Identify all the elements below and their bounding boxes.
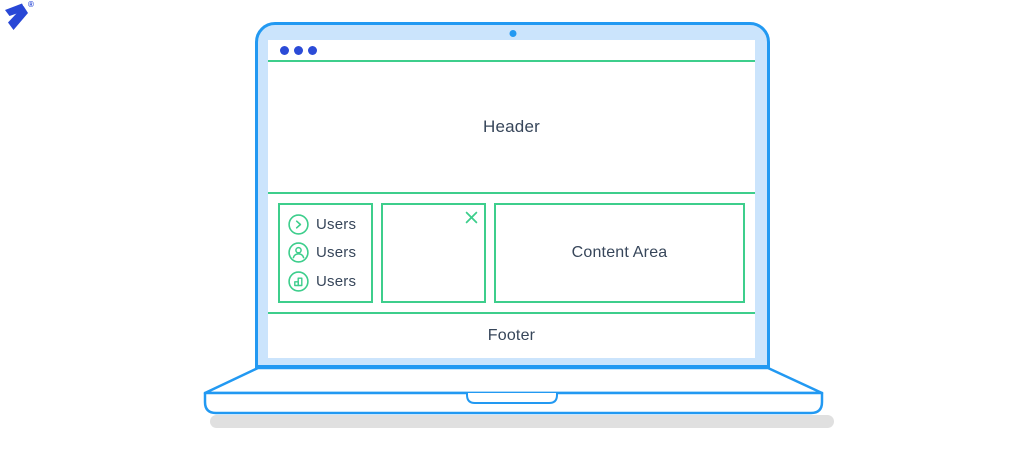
browser-window: Header Users <box>268 40 755 358</box>
wireframe-sidebar: Users Users <box>278 203 373 303</box>
trackpad-notch <box>466 393 558 404</box>
sidebar-item-users-2[interactable]: Users <box>288 242 371 264</box>
laptop-screen-frame: Header Users <box>255 22 770 368</box>
wireframe-modal-panel <box>381 203 486 303</box>
sidebar-item-label: Users <box>316 273 357 291</box>
close-icon[interactable] <box>465 211 478 224</box>
sidebar-item-label: Users <box>316 244 357 262</box>
laptop-shadow <box>210 415 834 428</box>
wireframe-content-area: Content Area <box>494 203 745 303</box>
sidebar-item-label: Users <box>316 215 357 233</box>
wireframe-header: Header <box>268 62 755 194</box>
window-control-dot[interactable] <box>294 45 303 55</box>
webcam-dot <box>509 30 516 37</box>
bar-chart-circle-icon <box>288 271 309 292</box>
wireframe-main-row: Users Users <box>268 194 755 314</box>
chevron-right-circle-icon <box>288 214 309 235</box>
toptal-logo-icon <box>5 3 28 30</box>
registered-trademark: ® <box>28 0 34 9</box>
user-circle-icon <box>288 242 309 264</box>
browser-chrome-bar <box>268 40 755 62</box>
window-control-dot[interactable] <box>308 45 317 55</box>
wireframe-footer: Footer <box>487 327 536 344</box>
window-control-dot[interactable] <box>280 45 289 55</box>
sidebar-item-users-3[interactable]: Users <box>288 271 371 292</box>
brand-logo: ® <box>3 0 37 34</box>
laptop-base <box>203 366 824 415</box>
sidebar-item-users-1[interactable]: Users <box>288 214 371 235</box>
